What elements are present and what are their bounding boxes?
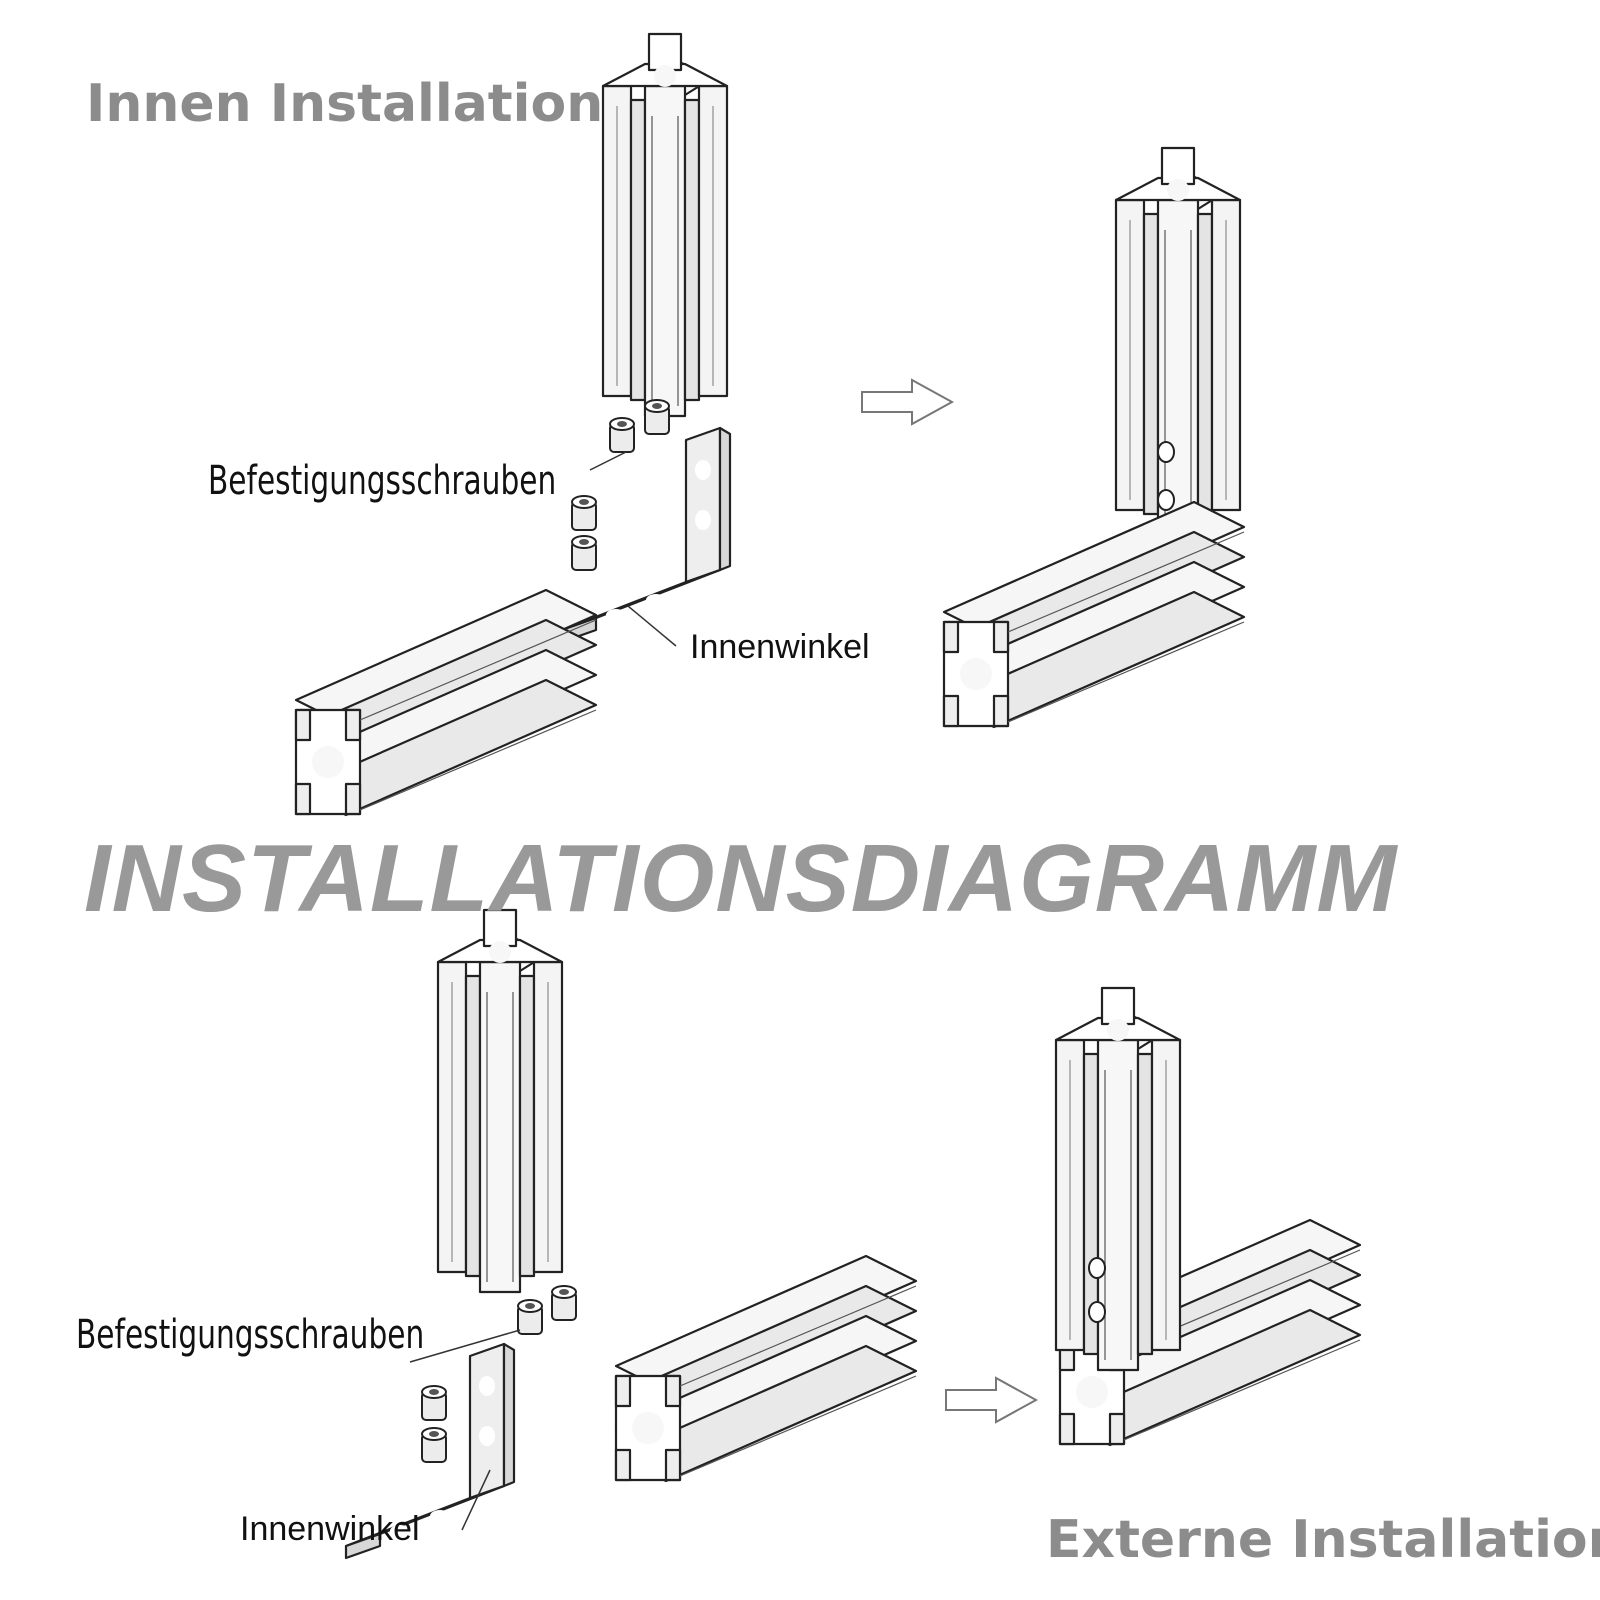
top-screw-2 [644, 399, 670, 435]
top-right-arrow-icon [861, 379, 953, 425]
top-heading: Innen Installation [86, 74, 604, 134]
bottom-horizontal-profile [614, 1254, 918, 1483]
top-assembled-vertical-profile [1114, 146, 1242, 532]
bottom-screw-2 [551, 1285, 577, 1321]
bottom-vertical-profile [436, 908, 564, 1294]
bottom-screw-4 [421, 1427, 447, 1463]
bottom-exploded-view [344, 908, 918, 1560]
top-vertical-profile [601, 32, 729, 418]
top-screw-4 [571, 535, 597, 571]
top-assembled-bolt-1 [1157, 441, 1175, 463]
top-assembled-horizontal-profile [942, 500, 1246, 729]
bottom-screw-1 [517, 1299, 543, 1335]
bottom-right-arrow-icon [945, 1377, 1037, 1423]
top-bracket-leader [627, 605, 677, 647]
top-screws-leader [589, 451, 627, 471]
bottom-assembled-vertical-profile [1054, 986, 1182, 1372]
bottom-assembled-view [1054, 986, 1362, 1447]
top-exploded-view [294, 32, 732, 817]
bottom-screws-leader [409, 1329, 521, 1363]
top-assembled-view [942, 146, 1246, 729]
top-assembled-bolt-2 [1157, 489, 1175, 511]
top-horizontal-profile [294, 588, 598, 817]
top-screw-1 [609, 417, 635, 453]
bottom-bracket-leader [461, 1469, 491, 1531]
top-bracket-label: Innenwinkel [690, 628, 870, 666]
bottom-bracket-label: Innenwinkel [240, 1510, 420, 1548]
bottom-screws-label: Befestigungsschrauben [76, 1312, 425, 1358]
main-title: INSTALLATIONSDIAGRAMM [84, 825, 1398, 932]
bottom-heading: Externe Installation [1046, 1510, 1600, 1570]
top-screws-label: Befestigungsschrauben [208, 458, 557, 504]
bottom-assembled-bolt-1 [1088, 1257, 1106, 1279]
bottom-screw-3 [421, 1385, 447, 1421]
bottom-assembled-bolt-2 [1088, 1301, 1106, 1323]
top-screw-3 [571, 495, 597, 531]
